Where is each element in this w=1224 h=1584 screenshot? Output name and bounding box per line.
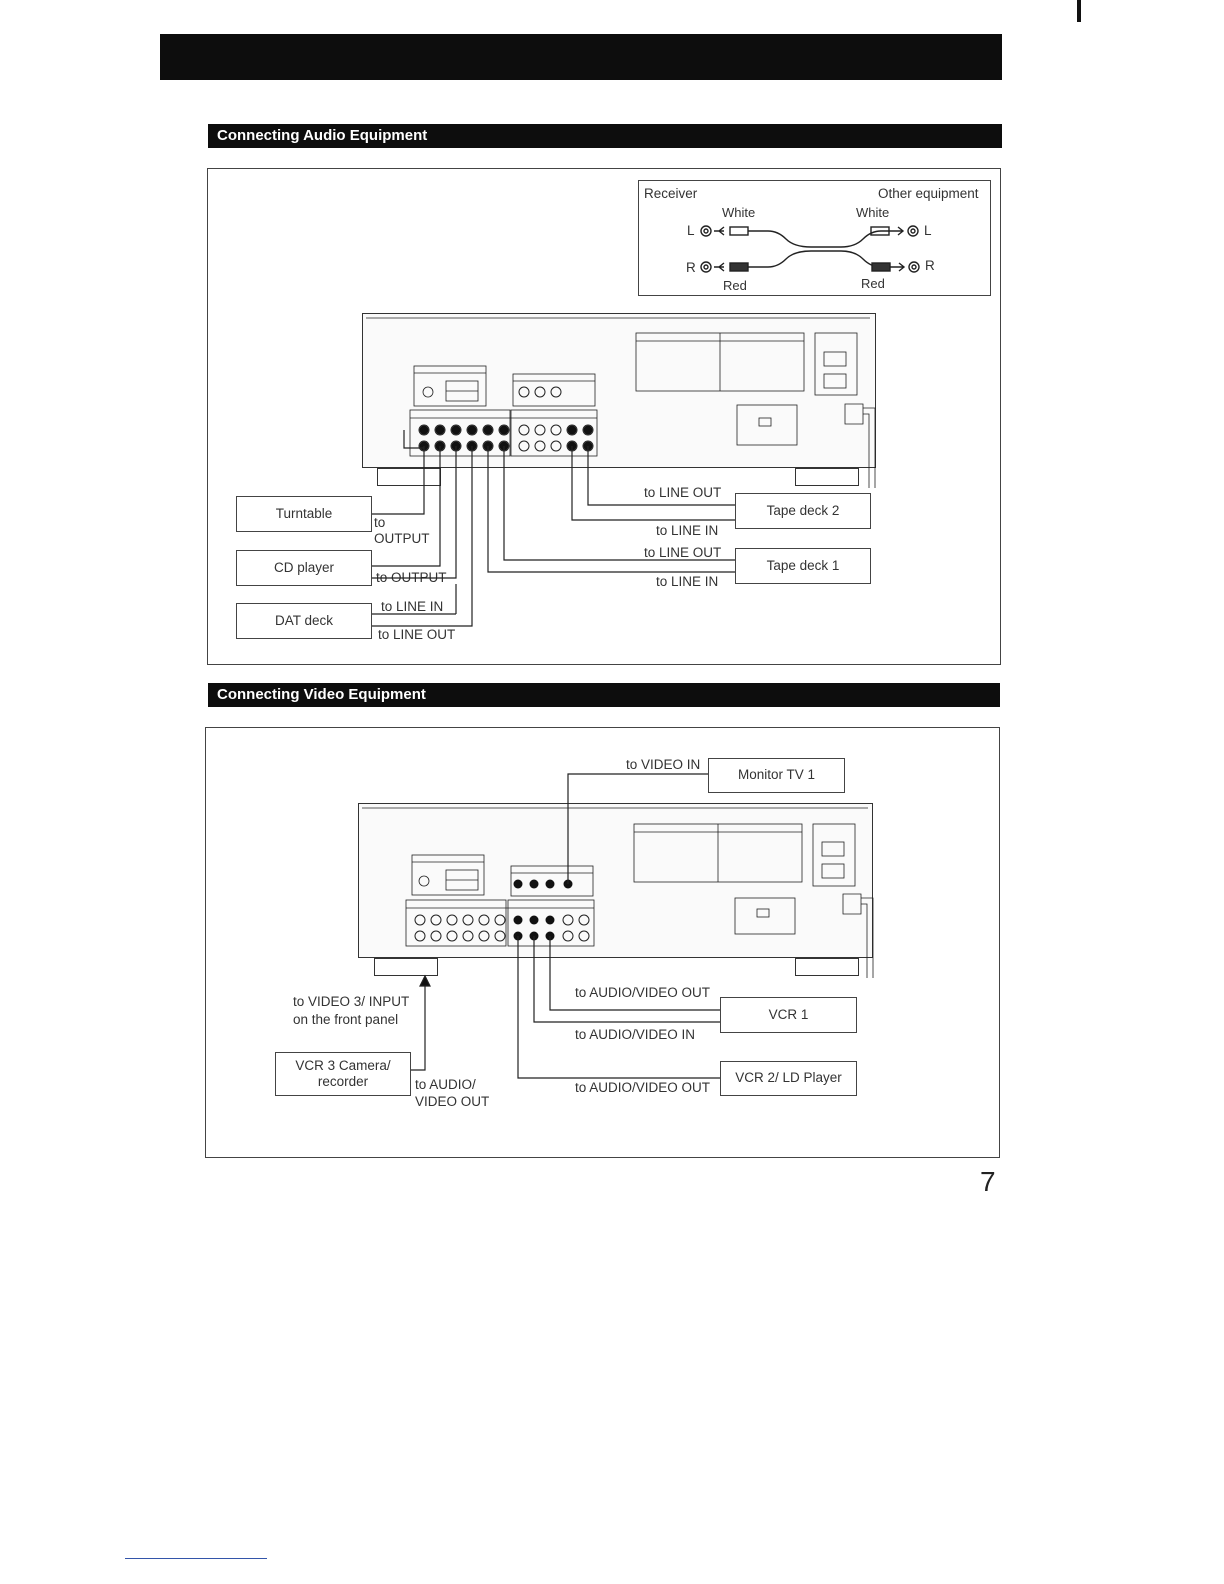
vcr3-out-label-1: to AUDIO/: [415, 1077, 476, 1092]
tape-deck-2-box: Tape deck 2: [735, 493, 871, 529]
receiver-foot-right: [795, 468, 859, 486]
header-bar: [160, 34, 1002, 80]
inset-white-left: White: [722, 205, 756, 220]
inset-red-right: Red: [861, 276, 885, 291]
tape1-line-out-label: to LINE OUT: [644, 545, 722, 560]
cd-player-box: CD player: [236, 550, 372, 586]
receiver-rear-panel-audio: [362, 313, 876, 468]
audio-section-header: Connecting Audio Equipment: [208, 124, 1002, 148]
turntable-to-label: to: [374, 515, 386, 530]
front-panel-label-2: on the front panel: [293, 1012, 399, 1027]
receiver-rear-panel-video: [358, 803, 873, 958]
video-in-label: to VIDEO IN: [626, 757, 701, 772]
front-panel-label-1: to VIDEO 3/ INPUT: [293, 994, 410, 1009]
audio-wiring: [372, 430, 735, 627]
cable-inset: [638, 180, 991, 296]
tape1-line-in-label: to LINE IN: [656, 574, 719, 589]
video-section-title: Connecting Video Equipment: [217, 686, 426, 703]
video-diagram-frame: [205, 727, 1000, 1158]
vcr1-in-label: to AUDIO/VIDEO IN: [575, 1027, 696, 1042]
audio-diagram-frame: [207, 168, 1001, 665]
vcr1-box: VCR 1: [720, 997, 857, 1033]
dat-line-in-label: to LINE IN: [381, 599, 444, 614]
inset-white-right: White: [856, 205, 890, 220]
vcr3-out-label-2: VIDEO OUT: [415, 1094, 490, 1109]
footer-rule: [125, 1558, 267, 1559]
receiver-foot-right-video: [795, 958, 859, 976]
tape2-line-in-label: to LINE IN: [656, 523, 719, 538]
monitor-tv-box: Monitor TV 1: [708, 758, 845, 793]
turntable-box: Turntable: [236, 496, 372, 532]
inset-receiver-label: Receiver: [644, 186, 698, 201]
vcr2-box: VCR 2/ LD Player: [720, 1061, 857, 1096]
tape2-line-out-label: to LINE OUT: [644, 485, 722, 500]
video-panel-details: [362, 807, 874, 978]
dat-line-out-label: to LINE OUT: [378, 627, 456, 642]
inset-l-left: L: [687, 223, 695, 238]
inset-r-right: R: [925, 258, 935, 273]
audio-panel-details: [366, 317, 876, 488]
video-wiring: [411, 773, 720, 1079]
audio-section-title: Connecting Audio Equipment: [217, 127, 428, 144]
turntable-output-label: OUTPUT: [374, 531, 430, 546]
dat-deck-box: DAT deck: [236, 603, 372, 639]
inset-cables: [700, 225, 920, 273]
tape-deck-1-box: Tape deck 1: [735, 548, 871, 584]
inset-other-equipment-label: Other equipment: [878, 186, 979, 201]
vcr3-box: VCR 3 Camera/ recorder: [275, 1052, 411, 1096]
video-section-header: Connecting Video Equipment: [208, 683, 1000, 707]
vcr2-out-label: to AUDIO/VIDEO OUT: [575, 1080, 711, 1095]
inset-l-right: L: [924, 223, 932, 238]
page-number: 7: [980, 1166, 996, 1197]
receiver-foot-left-video: [374, 958, 438, 976]
edge-mark: [1077, 0, 1081, 22]
vcr1-out-label: to AUDIO/VIDEO OUT: [575, 985, 711, 1000]
inset-red-left: Red: [723, 278, 747, 293]
inset-r-left: R: [686, 260, 696, 275]
